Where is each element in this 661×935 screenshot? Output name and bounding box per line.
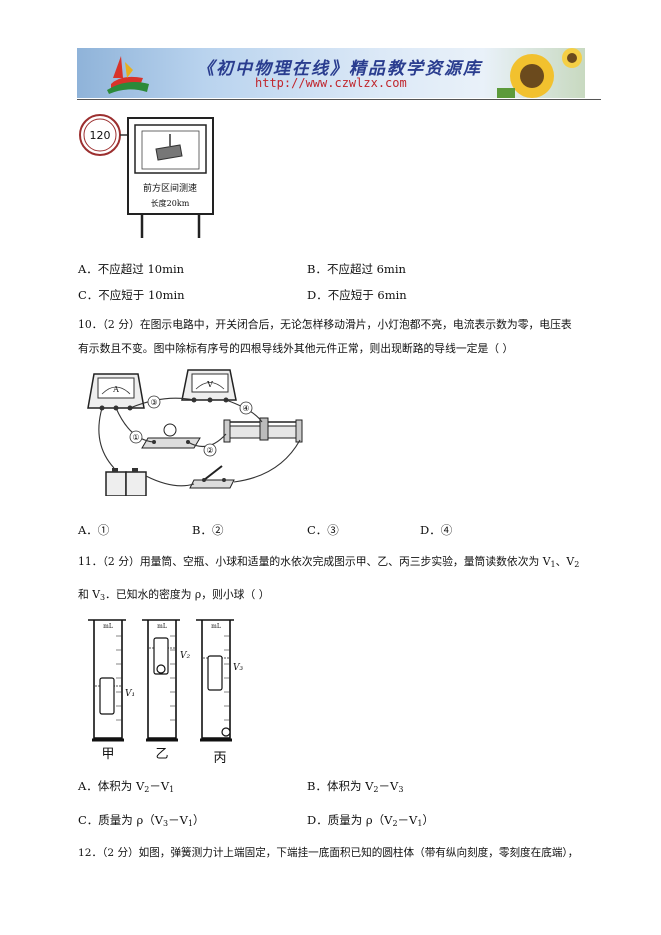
q11-option-b[interactable]: B．体积为 V2－V3	[307, 779, 404, 794]
bottle-yi	[153, 637, 169, 675]
lamp-icon	[141, 423, 201, 449]
ball-bing	[221, 727, 231, 737]
v1-label: V₁	[125, 689, 135, 699]
q10-option-c[interactable]: C．③	[307, 523, 339, 537]
q10-stem-line2: 有示数且不变。图中除标有序号的四根导线外其他元件正常，则出现断路的导线一定是（ …	[78, 342, 514, 355]
camera-icon	[155, 134, 183, 161]
ammeter-label: A	[112, 385, 119, 394]
cylinder-yi	[142, 619, 180, 739]
switch-icon	[189, 465, 235, 489]
q12-stem-line1: 12．（2 分）如图，弹簧测力计上端固定，下端挂一底面积已知的圆柱体（带有纵向刻…	[78, 847, 579, 859]
q11-option-a[interactable]: A．体积为 V2－V1	[78, 779, 175, 794]
unit-label-3: mL	[211, 623, 221, 630]
wire	[145, 475, 195, 487]
q11-stem-line1: 11．（2 分）用量筒、空瓶、小球和适量的水依次完成图示甲、乙、丙三步实验，量筒…	[78, 555, 580, 569]
unit-label-2: mL	[157, 623, 167, 630]
sign-line2: 长度20km	[151, 198, 190, 208]
unit-label-1: mL	[103, 623, 113, 630]
sunflower-icon	[497, 48, 582, 98]
banner-graphics	[107, 48, 582, 98]
circuit-figure: A V	[87, 369, 303, 496]
wire-label-1: ①	[132, 433, 139, 442]
ammeter-icon: A	[87, 373, 145, 411]
sign-line1: 前方区间测速	[143, 182, 197, 194]
header-banner: 《初中物理在线》精品教学资源库 http://www.czwlzx.com	[77, 48, 585, 98]
q9-option-d[interactable]: D．不应短于 6min	[307, 288, 407, 302]
q9-option-a[interactable]: A．不应超过 10min	[78, 262, 185, 276]
banner-url[interactable]: http://www.czwlzx.com	[255, 76, 407, 90]
header-rule	[77, 99, 601, 100]
q11-option-d[interactable]: D．质量为 ρ（V2－V1）	[307, 813, 434, 828]
ball-yi	[156, 664, 166, 674]
cylinder-bing	[196, 619, 234, 739]
wire	[233, 439, 301, 483]
q10-option-b[interactable]: B．②	[192, 523, 224, 537]
voltmeter-icon: V	[181, 369, 237, 403]
cylinder-jia	[88, 619, 126, 739]
q10-stem-line1: 10．（2 分）在图示电路中，开关闭合后，无论怎样移动滑片，小灯泡都不亮，电流表…	[78, 318, 572, 331]
bottle-jia	[99, 677, 115, 715]
v3-label: V₃	[233, 663, 243, 673]
wire-label-3: ③	[150, 398, 157, 407]
q9-option-c[interactable]: C．不应短于 10min	[78, 288, 185, 302]
label-jia: 甲	[101, 747, 114, 762]
wire-label-4: ④	[242, 404, 249, 413]
rheostat-icon	[223, 417, 303, 443]
logo-icon	[107, 56, 149, 94]
q10-option-a[interactable]: A．①	[78, 523, 110, 537]
q9-option-b[interactable]: B．不应超过 6min	[307, 262, 406, 276]
banner-title: 《初中物理在线》精品教学资源库	[197, 59, 482, 79]
q11-option-c[interactable]: C．质量为 ρ（V3－V1）	[78, 813, 205, 828]
wire-3	[129, 397, 195, 409]
v2-label: V₂	[180, 651, 190, 661]
q10-option-d[interactable]: D．④	[420, 523, 453, 537]
speed-limit-text: 120	[90, 129, 111, 142]
speed-sign-figure: 120 前方区间测速 长度20km	[79, 114, 214, 238]
wire	[98, 407, 115, 469]
label-yi: 乙	[155, 747, 168, 762]
label-bing: 丙	[213, 751, 226, 766]
bottle-bing	[207, 655, 223, 691]
q11-stem-line2: 和 V3．已知水的密度为 ρ，则小球（ ）	[78, 588, 270, 602]
wire-label-2: ②	[206, 446, 213, 455]
voltmeter-label: V	[206, 380, 213, 389]
battery-icon	[105, 468, 147, 496]
cylinders-figure: mL mL mL V₁ V₂ V₃ 甲 乙 丙	[88, 619, 243, 766]
